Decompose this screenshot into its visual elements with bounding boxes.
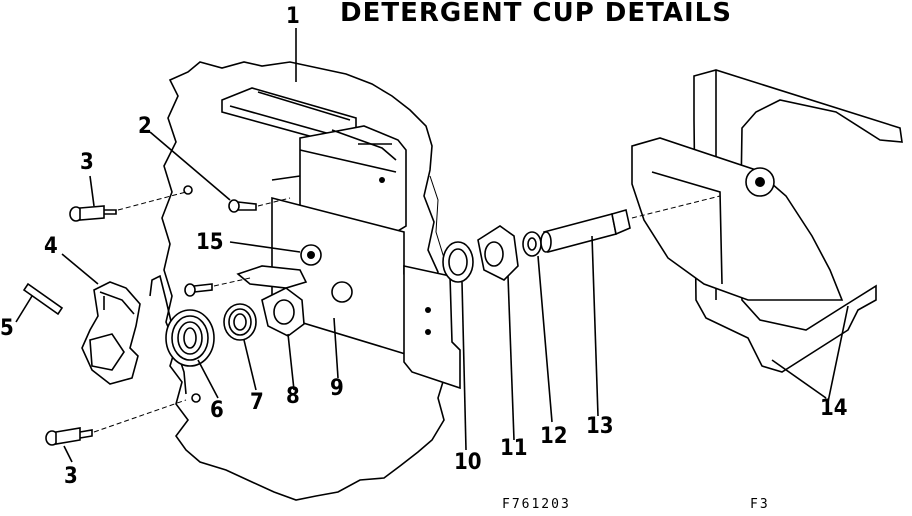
spring-6 [165,309,215,367]
ring-10 [442,241,474,283]
door-panel-inner-edge [429,175,445,259]
part-label-10: 10 [454,450,482,475]
cup-lid-14 [631,69,903,373]
leader-lines [15,28,849,463]
part-label-13: 13 [586,414,614,439]
alignment-line-screw-2 [257,197,291,207]
screw-bracket [184,283,213,297]
screw-3-lower [45,427,93,446]
part-label-12: 12 [540,424,568,449]
mounting-hole [191,393,201,403]
spring-7 [223,303,257,341]
part-label-15: 15 [196,230,224,255]
actuator-plate [271,196,461,390]
part-label-1: 1 [286,4,300,29]
pin-5 [22,282,64,316]
part-label-11: 11 [500,436,528,461]
part-label-14: 14 [820,396,848,421]
screw-2 [228,199,257,213]
part-label-4: 4 [44,234,58,259]
diagram-title: DETERGENT CUP DETAILS [340,0,732,28]
page-code: F3 [750,497,770,512]
part-label-3-upper: 3 [80,150,94,175]
alignment-line-screw-3-lower [93,399,187,433]
alignment-line-shaft [631,195,721,219]
part-label-3-lower: 3 [64,464,78,489]
part-label-9: 9 [330,376,344,401]
alignment-line-screw-3-upper [117,191,187,211]
cup-housing [221,87,407,233]
bushing-11 [477,225,519,281]
latch-4 [81,281,141,385]
washer-12 [522,231,542,257]
part-label-6: 6 [210,398,224,423]
mounting-hole [183,185,193,195]
part-label-7: 7 [250,390,264,415]
part-label-5: 5 [0,316,14,341]
shaft-13 [540,208,631,253]
door-panel-outline [161,61,447,501]
lever-bracket [236,265,308,289]
spring-wire [149,274,187,395]
figure-code: F761203 [502,497,571,512]
part-label-2: 2 [138,114,152,139]
nut-8 [261,287,305,337]
part-label-8: 8 [286,384,300,409]
rivet-15 [300,244,322,266]
screw-3-upper [69,205,117,222]
alignment-line-bracket-screw [213,277,251,287]
